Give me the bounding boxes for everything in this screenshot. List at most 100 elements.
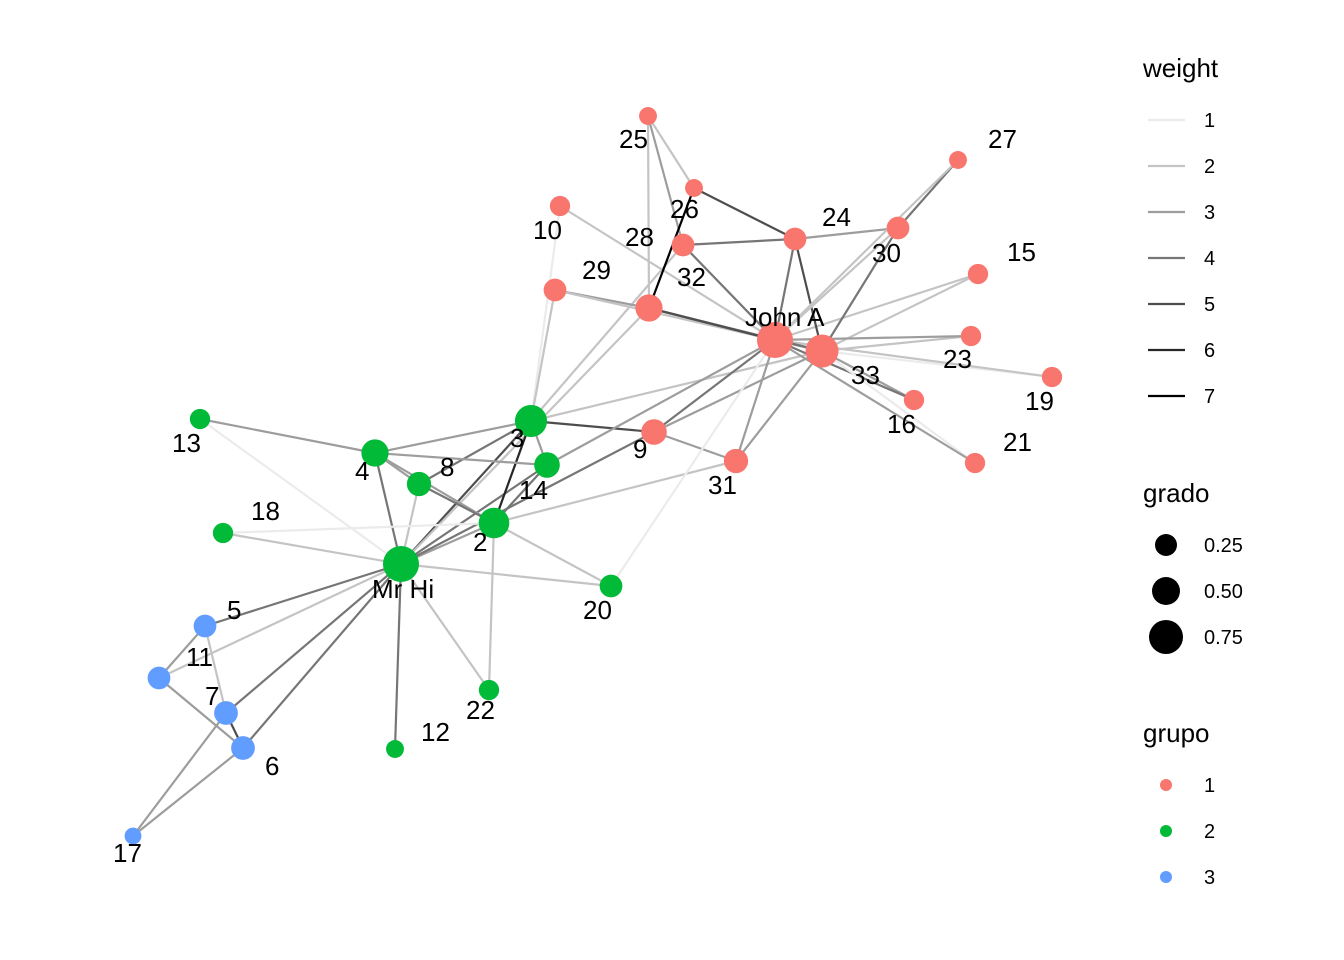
- edge-24-26: [693, 187, 796, 240]
- node-label-8: 8: [440, 452, 454, 482]
- edge-16-john-a: [774, 338, 915, 402]
- node-10: [549, 195, 571, 217]
- node-label-5: 5: [227, 595, 241, 625]
- node-27: [949, 151, 967, 169]
- edge-9-31: [653, 430, 737, 463]
- edge-4-13: [199, 417, 376, 455]
- edge-16-33: [821, 350, 915, 401]
- node-label-2: 2: [473, 527, 487, 557]
- edge-mr-hi-13: [199, 418, 402, 565]
- edges-layer: [132, 115, 1053, 837]
- edge-3-8: [418, 420, 532, 485]
- node-22: [478, 679, 500, 701]
- node-24: [783, 227, 807, 251]
- edge-30-john-a: [774, 227, 899, 341]
- node-label-22: 22: [466, 695, 495, 725]
- node-25: [639, 107, 657, 125]
- node-6: [231, 736, 255, 760]
- edge-25-26: [647, 115, 695, 189]
- legend-weight-label: 7: [1204, 386, 1215, 408]
- legend-grupo-key: [1160, 871, 1172, 883]
- legend-grupo: grupo 123: [1143, 718, 1215, 889]
- edge-23-john-a: [774, 334, 972, 342]
- edge-24-30: [794, 226, 899, 241]
- node-label-32: 32: [677, 262, 706, 292]
- edge-6-11: [158, 677, 244, 749]
- node-label-16: 16: [887, 409, 916, 439]
- legend-grupo-label: 3: [1204, 867, 1215, 889]
- node-5: [193, 614, 217, 638]
- node-33: [805, 334, 839, 368]
- node-23: [960, 325, 982, 347]
- legend-grado-title: grado: [1143, 478, 1210, 508]
- legend-grupo-title: grupo: [1143, 718, 1210, 748]
- node-8: [406, 471, 432, 497]
- node-label-26: 26: [670, 194, 699, 224]
- edge-9-john-a: [653, 339, 776, 433]
- edge-32-john-a: [648, 306, 776, 342]
- node-label-mr-hi: Mr Hi: [372, 574, 434, 604]
- legend-grado-key: [1149, 620, 1183, 654]
- edge-3-29: [529, 289, 557, 422]
- node-16: [903, 389, 925, 411]
- edge-3-28: [530, 244, 684, 422]
- node-label-4: 4: [355, 456, 369, 486]
- edge-2-3: [492, 420, 533, 524]
- legend-grado-key: [1152, 577, 1180, 605]
- legend-weight-label: 2: [1204, 156, 1215, 178]
- edge-3-10: [529, 205, 562, 422]
- node-label-john-a: John A: [745, 302, 825, 332]
- edge-2-18: [222, 521, 495, 535]
- edge-23-33: [821, 334, 972, 353]
- edge-mr-hi-7: [225, 563, 402, 714]
- node-label-21: 21: [1003, 427, 1032, 457]
- edge-5-7: [203, 625, 228, 714]
- edge-6-17: [132, 747, 244, 837]
- edge-15-john-a: [774, 272, 979, 342]
- edge-25-28: [646, 115, 685, 246]
- edge-30-33: [821, 227, 899, 352]
- edge-5-11: [158, 625, 206, 679]
- node-label-7: 7: [205, 681, 219, 711]
- edge-7-17: [132, 712, 227, 837]
- node-label-9: 9: [633, 434, 647, 464]
- legend-weight-label: 1: [1204, 110, 1215, 132]
- edge-14-john-a: [546, 339, 776, 466]
- edge-mr-hi-22: [400, 563, 490, 691]
- edge-24-33: [793, 238, 824, 352]
- node-28: [671, 233, 695, 257]
- node-labels-layer: Mr Hi23456789101112131415161718192021222…: [113, 124, 1054, 868]
- node-label-3: 3: [510, 423, 524, 453]
- node-label-27: 27: [988, 124, 1017, 154]
- edge-26-32: [647, 187, 696, 309]
- legend-weight-title: weight: [1142, 53, 1219, 83]
- legend-grado: grado 0.250.500.75: [1143, 478, 1243, 654]
- legend-grado-label: 0.50: [1204, 581, 1243, 603]
- edge-9-33: [653, 350, 823, 433]
- legend-grupo-label: 1: [1204, 775, 1215, 797]
- edge-31-33: [735, 350, 823, 462]
- node-20: [599, 574, 623, 598]
- node-4: [361, 439, 389, 467]
- edge-3-9: [530, 419, 655, 434]
- edge-20-john-a: [610, 339, 776, 587]
- legend-grado-label: 0.25: [1204, 535, 1243, 557]
- legend-weight-label: 3: [1204, 202, 1215, 224]
- edge-21-33: [821, 350, 976, 464]
- node-30: [886, 216, 910, 240]
- edge-mr-hi-6: [242, 563, 402, 749]
- edge-2-31: [493, 459, 737, 525]
- edge-mr-hi-9: [400, 431, 655, 565]
- node-21: [964, 452, 986, 474]
- legend-weight-label: 6: [1204, 340, 1215, 362]
- edge-10-john-a: [559, 205, 776, 341]
- legend-weight-label: 4: [1204, 248, 1215, 270]
- node-26: [685, 179, 703, 197]
- node-label-29: 29: [582, 255, 611, 285]
- node-18: [212, 522, 234, 544]
- edge-4-14: [374, 451, 548, 467]
- edge-3-4: [374, 419, 532, 455]
- node-label-33: 33: [851, 360, 880, 390]
- legend-grupo-key: [1160, 779, 1172, 791]
